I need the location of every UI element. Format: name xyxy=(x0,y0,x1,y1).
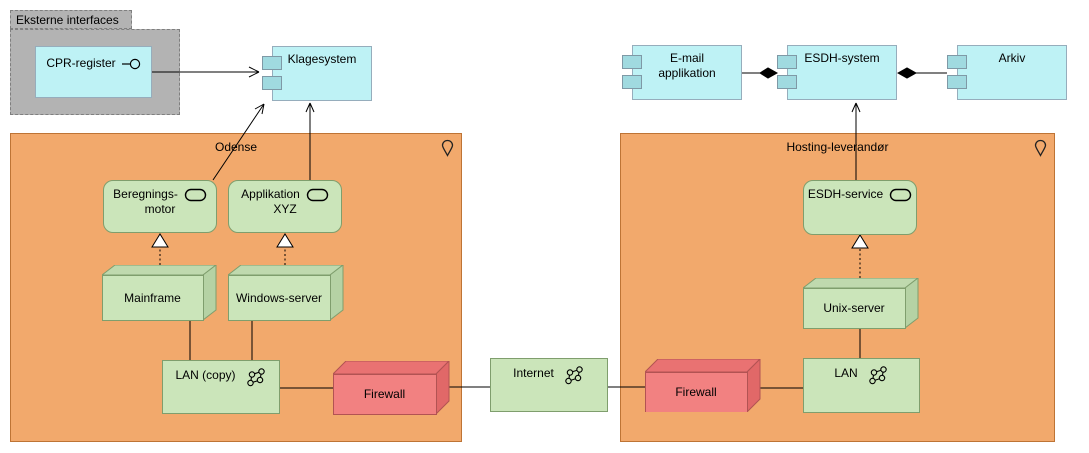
connector-unixserver-realizes-esdhservice[interactable] xyxy=(851,234,869,278)
cpr-register-label: CPR-register xyxy=(46,56,116,70)
mainframe-label: Mainframe xyxy=(124,290,181,305)
location-hosting-label: Hosting-leverandør xyxy=(786,140,889,154)
node-unix-server[interactable] xyxy=(803,278,919,329)
arkiv-port-bottom[interactable] xyxy=(947,75,967,89)
component-esdh-system[interactable]: ESDH-system xyxy=(777,45,897,100)
application-applikation-xyz[interactable]: Applikation XYZ xyxy=(228,180,342,233)
beregningsmotor-label-line2: motor xyxy=(144,202,176,216)
connector-email-to-esdhsystem-composition[interactable] xyxy=(742,67,779,79)
network-icon xyxy=(868,366,887,385)
email-label-line2: applikation xyxy=(658,66,716,80)
email-port-top[interactable] xyxy=(622,55,642,69)
location-pin-icon xyxy=(1034,139,1047,157)
unix-server-label: Unix-server xyxy=(823,301,885,315)
esdhsystem-port-top[interactable] xyxy=(777,55,797,69)
arkiv-port-top[interactable] xyxy=(947,55,967,69)
location-pin-icon xyxy=(441,139,454,157)
internet-label: Internet xyxy=(513,366,554,380)
application-rounded-rect-icon xyxy=(184,188,207,201)
connector-mainframe-realizes-beregningsmotor[interactable] xyxy=(151,233,169,265)
firewall-odense-label: Firewall xyxy=(363,387,406,401)
esdhsystem-port-bottom[interactable] xyxy=(777,75,797,89)
component-cpr-register[interactable]: CPR-register xyxy=(35,46,152,98)
applikationxyz-label-line1: Applikation xyxy=(241,187,300,201)
connector-esdhsystem-to-arkiv-composition[interactable] xyxy=(896,67,947,79)
klagesystem-port-top[interactable] xyxy=(262,56,282,70)
applikationxyz-label-line2: XYZ xyxy=(273,202,297,216)
windows-server-label: Windows-server xyxy=(235,290,322,305)
lan-label: LAN xyxy=(834,366,858,380)
group-eksterne-interfaces-label: Eksterne interfaces xyxy=(16,13,119,27)
application-rounded-rect-icon xyxy=(889,188,912,201)
component-klagesystem[interactable]: Klagesystem xyxy=(262,46,372,101)
klagesystem-label: Klagesystem xyxy=(287,52,357,66)
firewall-hosting-label: Firewall xyxy=(675,385,717,399)
connector-applikationxyz-to-klagesystem[interactable] xyxy=(305,102,315,180)
beregningsmotor-label-line1: Beregnings- xyxy=(113,187,178,201)
node-firewall-odense[interactable] xyxy=(333,361,450,415)
component-email-applikation[interactable]: E-mail applikation xyxy=(622,45,742,100)
application-rounded-rect-icon xyxy=(306,188,329,201)
network-icon xyxy=(246,368,265,387)
application-beregningsmotor[interactable]: Beregnings- motor xyxy=(103,180,217,233)
provided-interface-icon xyxy=(121,58,140,69)
node-mainframe[interactable] xyxy=(102,265,217,321)
arkiv-label: Arkiv xyxy=(998,51,1026,65)
connector-beregningsmotor-to-klagesystem[interactable] xyxy=(212,103,265,181)
esdhservice-label: ESDH-service xyxy=(807,187,884,201)
application-esdh-service[interactable]: ESDH-service xyxy=(803,180,917,235)
email-label-line1: E-mail xyxy=(669,51,704,65)
node-firewall-hosting[interactable] xyxy=(645,359,761,412)
network-lan[interactable]: LAN xyxy=(803,358,920,413)
group-eksterne-interfaces-tab[interactable]: Eksterne interfaces xyxy=(10,10,132,29)
component-arkiv[interactable]: Arkiv xyxy=(947,45,1067,100)
node-windows-server[interactable] xyxy=(228,265,344,321)
location-odense-label: Odense xyxy=(214,140,258,154)
esdh-system-label: ESDH-system xyxy=(804,51,880,65)
connector-esdhservice-to-esdhsystem[interactable] xyxy=(851,102,861,180)
email-port-bottom[interactable] xyxy=(622,75,642,89)
lan-copy-label: LAN (copy) xyxy=(175,368,236,382)
network-lan-copy[interactable]: LAN (copy) xyxy=(162,360,280,414)
connector-cpr-to-klagesystem[interactable] xyxy=(152,66,260,78)
network-icon xyxy=(565,366,583,385)
klagesystem-port-bottom[interactable] xyxy=(262,76,282,90)
connector-windowsserver-realizes-applikationxyz[interactable] xyxy=(276,233,294,265)
network-internet[interactable]: Internet xyxy=(490,358,608,412)
